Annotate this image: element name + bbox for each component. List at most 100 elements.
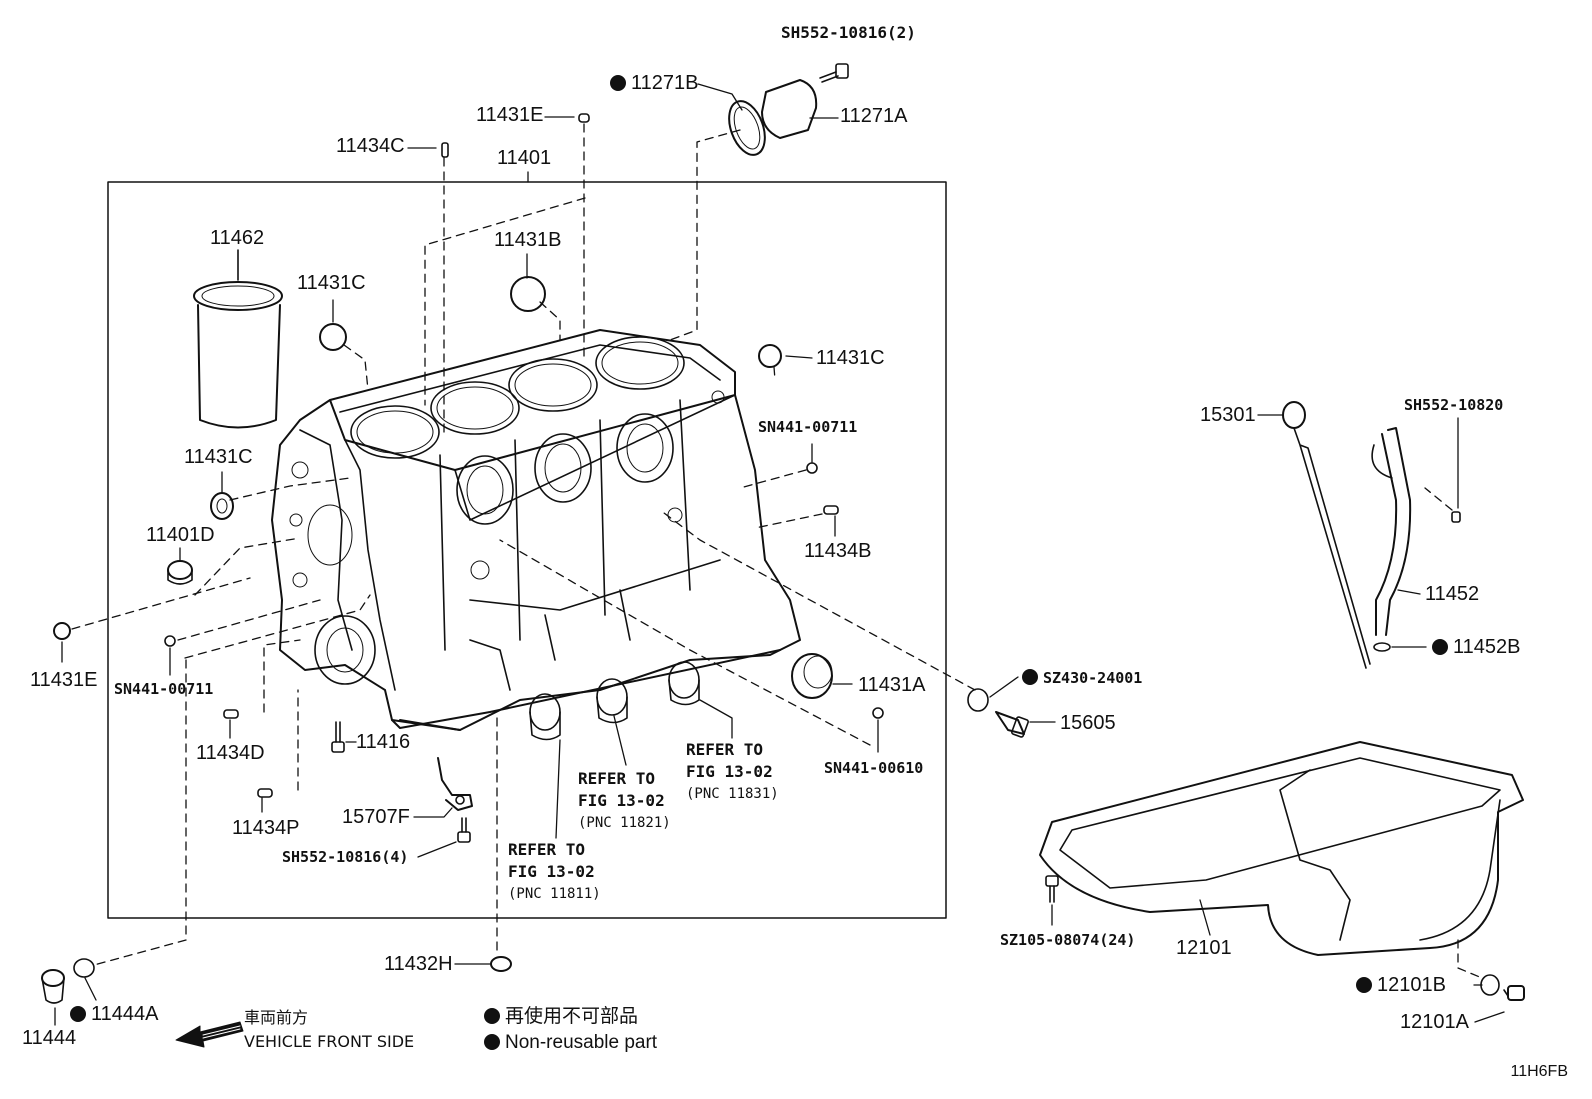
nonreusable-dot-icon: [610, 75, 626, 91]
plug-SN441-00711-right[interactable]: [806, 462, 818, 474]
dipstick-guide-11452[interactable]: [1371, 427, 1412, 636]
label-11431c-right[interactable]: 11431C: [816, 347, 885, 369]
label-15301[interactable]: 15301: [1200, 404, 1256, 426]
label-12101b[interactable]: 12101B: [1356, 975, 1446, 995]
label-11431e-left[interactable]: 11431E: [30, 669, 98, 691]
label-15707f[interactable]: 15707F: [342, 806, 410, 828]
label-sn441-00711-right[interactable]: SN441-00711: [758, 418, 858, 436]
label-11401d[interactable]: 11401D: [146, 524, 215, 546]
cover-11271A[interactable]: [761, 79, 818, 139]
nonreusable-dot-icon: [484, 1008, 500, 1024]
bolt-11416[interactable]: [331, 721, 345, 753]
dipstick-15301[interactable]: [1282, 401, 1371, 669]
refer-note-11831[interactable]: REFER TO FIG 13-02 (PNC 11831): [686, 739, 779, 805]
nonreusable-legend: 再使用不可部品 Non-reusable part: [484, 1004, 657, 1056]
label-sh552-10816-4[interactable]: SH552-10816(4): [282, 848, 409, 866]
label-11444[interactable]: 11444: [22, 1027, 77, 1049]
label-11416[interactable]: 11416: [356, 731, 411, 753]
plug-11431B[interactable]: [510, 276, 546, 312]
block-assembly-frame: [107, 181, 947, 919]
label-11432h[interactable]: 11432H: [384, 953, 453, 975]
label-11434c[interactable]: 11434C: [336, 135, 405, 157]
refer-line: REFER TO: [686, 740, 764, 759]
refer-note-11811[interactable]: REFER TO FIG 13-02 (PNC 11811): [508, 839, 601, 905]
bolt-SH552-10816-top[interactable]: [819, 63, 849, 83]
legend-jp-text: 再使用不可部品: [505, 1006, 639, 1027]
plug-SN441-00711-left[interactable]: [164, 635, 176, 647]
refer-note-11821[interactable]: REFER TO FIG 13-02 (PNC 11821): [578, 768, 671, 834]
label-11431b[interactable]: 11431B: [494, 229, 562, 251]
label-12101a[interactable]: 12101A: [1400, 1011, 1469, 1033]
refer-line: REFER TO: [578, 769, 656, 788]
label-11271b[interactable]: 11271B: [610, 73, 698, 93]
label-11271a[interactable]: 11271A: [840, 105, 908, 127]
label-11271b-text: 11271B: [631, 72, 699, 94]
drain-plug-15605[interactable]: [995, 711, 1029, 738]
plug-11431C-left[interactable]: [210, 492, 234, 520]
vehicle-front-jp: 車両前方: [244, 1008, 309, 1027]
bolt-SZ105-08074[interactable]: [1045, 875, 1059, 903]
cylinder-liner[interactable]: [193, 281, 283, 429]
nonreusable-dot-icon: [1432, 639, 1448, 655]
bolt-SH552-10820[interactable]: [1451, 511, 1461, 523]
pin-11434D[interactable]: [223, 709, 239, 719]
vehicle-front-arrow-icon: [175, 1021, 244, 1048]
bolt-SH552-10816-lower[interactable]: [457, 817, 471, 843]
vehicle-front-legend: 車両前方 VEHICLE FRONT SIDE: [244, 1004, 414, 1051]
label-sn441-00610[interactable]: SN441-00610: [824, 759, 924, 777]
nonreusable-dot-icon: [1022, 669, 1038, 685]
label-12101[interactable]: 12101: [1176, 937, 1232, 959]
refer-fig: FIG 13-02: [578, 791, 665, 810]
label-15605[interactable]: 15605: [1060, 712, 1116, 734]
label-11431e-top[interactable]: 11431E: [476, 104, 544, 126]
label-11444a[interactable]: 11444A: [70, 1004, 158, 1024]
vehicle-front-en: VEHICLE FRONT SIDE: [244, 1032, 415, 1051]
label-sz105-08074[interactable]: SZ105-08074(24): [1000, 931, 1136, 949]
label-sz430-24001[interactable]: SZ430-24001: [1022, 669, 1142, 686]
drain-plug-12101A[interactable]: [1503, 985, 1525, 1001]
refer-pnc: (PNC 11811): [508, 886, 601, 902]
label-11431c-upper[interactable]: 11431C: [297, 272, 366, 294]
label-11431c-left[interactable]: 11431C: [184, 446, 253, 468]
plug-SN441-00610[interactable]: [872, 707, 884, 719]
legend-row-jp: 再使用不可部品: [484, 1004, 657, 1030]
refer-fig: FIG 13-02: [508, 862, 595, 881]
label-11444a-text: 11444A: [91, 1003, 159, 1025]
label-sn441-00711-left[interactable]: SN441-00711: [114, 680, 214, 698]
label-12101b-text: 12101B: [1377, 974, 1446, 996]
pin-11401D[interactable]: [167, 560, 193, 585]
union-11444[interactable]: [41, 969, 65, 1004]
bearing-11811[interactable]: [529, 693, 561, 741]
plug-11431C-upper[interactable]: [319, 323, 347, 351]
label-11452b[interactable]: 11452B: [1432, 637, 1520, 657]
label-11434b[interactable]: 11434B: [804, 540, 872, 562]
gasket-11444A[interactable]: [73, 958, 95, 978]
pin-11434C[interactable]: [441, 142, 449, 158]
legend-en-text: Non-reusable part: [505, 1032, 658, 1053]
refer-fig: FIG 13-02: [686, 762, 773, 781]
gasket-SZ430-24001[interactable]: [967, 688, 989, 712]
label-sh552-10820[interactable]: SH552-10820: [1404, 396, 1504, 414]
plug-11431C-right[interactable]: [758, 344, 782, 368]
bearing-11831[interactable]: [668, 661, 700, 706]
label-11401[interactable]: 11401: [497, 147, 552, 169]
pin-11434P[interactable]: [257, 788, 273, 798]
gasket-12101B[interactable]: [1480, 974, 1500, 996]
plug-11432H[interactable]: [490, 956, 512, 972]
oil-jet-15707F[interactable]: [437, 757, 473, 811]
label-11434d[interactable]: 11434D: [196, 742, 265, 764]
pin-11434B[interactable]: [823, 505, 839, 515]
bearing-11821[interactable]: [596, 678, 628, 724]
refer-line: REFER TO: [508, 840, 586, 859]
oring-11452B[interactable]: [1373, 642, 1391, 652]
label-11452[interactable]: 11452: [1425, 583, 1480, 605]
label-11434p[interactable]: 11434P: [232, 817, 300, 839]
label-11431a[interactable]: 11431A: [858, 674, 926, 696]
label-11462[interactable]: 11462: [210, 227, 265, 249]
cylinder-block[interactable]: [271, 329, 801, 731]
plug-11431A[interactable]: [791, 653, 833, 699]
oil-pan-12101[interactable]: [1039, 741, 1524, 956]
label-sh552-10816-2[interactable]: SH552-10816(2): [781, 23, 916, 42]
plug-11431E-top[interactable]: [578, 113, 590, 123]
plug-11431E-left[interactable]: [53, 622, 71, 640]
